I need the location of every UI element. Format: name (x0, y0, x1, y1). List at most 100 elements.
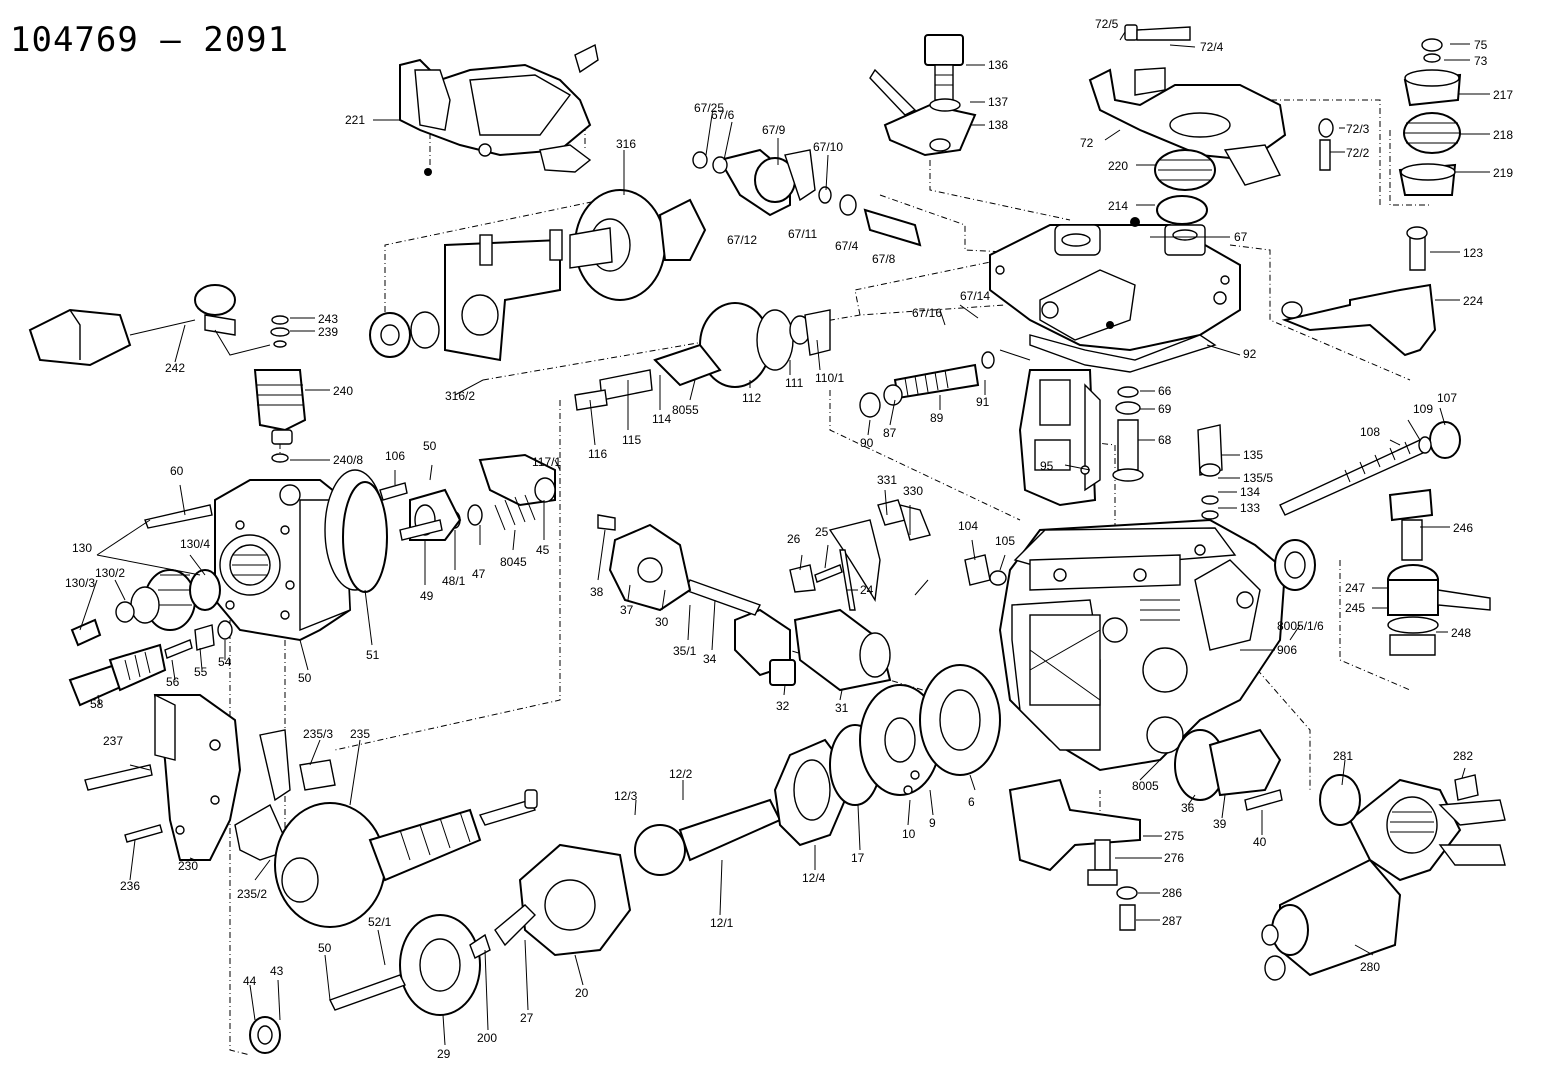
label-29: 29 (437, 1047, 451, 1061)
label-217: 217 (1493, 88, 1513, 102)
drive-shaft-parts (249, 664, 1001, 1054)
label-72-2: 72/2 (1346, 146, 1370, 160)
label-72: 72 (1080, 136, 1094, 150)
label-30: 30 (655, 615, 669, 629)
label-67-6: 67/6 (711, 108, 735, 122)
label-105: 105 (995, 534, 1015, 548)
label-218: 218 (1493, 128, 1513, 142)
label-27: 27 (520, 1011, 534, 1025)
label-67-25: 67/25 (694, 101, 724, 115)
label-67-14: 67/14 (960, 289, 990, 303)
label-40: 40 (1253, 835, 1267, 849)
label-67-12: 67/12 (727, 233, 757, 247)
label-73: 73 (1474, 54, 1488, 68)
drawing-number: 104769 — 2091 (10, 20, 290, 60)
label-287: 287 (1162, 914, 1182, 928)
label-55: 55 (194, 665, 208, 679)
misc-small-parts (379, 24, 1506, 981)
label-36: 36 (1181, 801, 1195, 815)
label-240-8: 240/8 (333, 453, 363, 467)
label-67-9: 67/9 (762, 123, 786, 137)
governor-assembly (1018, 369, 1101, 507)
label-48-1: 48/1 (442, 574, 466, 588)
label-280: 280 (1360, 960, 1380, 974)
label-130-2: 130/2 (95, 566, 125, 580)
lever-bracket (399, 43, 599, 176)
label-67-4: 67/4 (835, 239, 859, 253)
label-8045: 8045 (500, 555, 527, 569)
label-32: 32 (776, 699, 790, 713)
label-24: 24 (860, 583, 874, 597)
label-219: 219 (1493, 166, 1513, 180)
bracket-and-valve (153, 693, 538, 928)
label-133: 133 (1240, 501, 1260, 515)
label-243: 243 (318, 312, 338, 326)
label-138: 138 (988, 118, 1008, 132)
label-134: 134 (1240, 485, 1260, 499)
label-89: 89 (930, 411, 944, 425)
label-123: 123 (1463, 246, 1483, 260)
label-286: 286 (1162, 886, 1182, 900)
label-31: 31 (835, 701, 849, 715)
label-12-1: 12/1 (710, 916, 734, 930)
label-116: 116 (588, 447, 607, 461)
label-117-1: 117/1 (532, 455, 561, 469)
label-220: 220 (1108, 159, 1128, 173)
label-52-1: 52/1 (368, 915, 392, 929)
label-47: 47 (472, 567, 486, 581)
label-91: 91 (976, 395, 990, 409)
left-fittings (68, 504, 233, 843)
label-87: 87 (883, 426, 897, 440)
label-214: 214 (1108, 199, 1128, 213)
label-34: 34 (703, 652, 717, 666)
label-108: 108 (1360, 425, 1380, 439)
label-331: 331 (877, 473, 897, 487)
label-275: 275 (1164, 829, 1184, 843)
label-10: 10 (902, 827, 916, 841)
seal-ring (342, 481, 388, 593)
label-12-4: 12/4 (802, 871, 826, 885)
label-6: 6 (968, 795, 975, 809)
label-9: 9 (929, 816, 936, 830)
label-106: 106 (385, 449, 405, 463)
label-107: 107 (1437, 391, 1457, 405)
label-8055: 8055 (672, 403, 699, 417)
label-316: 316 (616, 137, 636, 151)
label-12-2: 12/2 (669, 767, 693, 781)
label-906: 906 (1277, 643, 1297, 657)
label-50-a: 50 (423, 439, 437, 453)
label-72-5: 72/5 (1095, 17, 1119, 31)
label-235-2: 235/2 (237, 887, 267, 901)
gasket (1029, 334, 1217, 373)
label-282: 282 (1453, 749, 1473, 763)
label-104: 104 (958, 519, 978, 533)
label-111: 111 (785, 376, 804, 390)
label-12-3: 12/3 (614, 789, 638, 803)
label-276: 276 (1164, 851, 1184, 865)
label-66: 66 (1158, 384, 1172, 398)
label-247: 247 (1345, 581, 1365, 595)
label-115: 115 (622, 433, 641, 447)
part-labels: 221 316 316/2 242 243 239 240 240/8 67/2… (65, 17, 1513, 1061)
label-236: 236 (120, 879, 140, 893)
label-200: 200 (477, 1031, 497, 1045)
label-68: 68 (1158, 433, 1172, 447)
label-51: 51 (366, 648, 380, 662)
label-45: 45 (536, 543, 550, 557)
label-72-3: 72/3 (1346, 122, 1370, 136)
label-67-16: 67/16 (912, 306, 942, 320)
label-8005: 8005 (1132, 779, 1159, 793)
label-8005-1-6: 8005/1/6 (1277, 619, 1324, 633)
label-235-3: 235/3 (303, 727, 333, 741)
leader-lines (79, 31, 1490, 1046)
label-330: 330 (903, 484, 923, 498)
label-112: 112 (742, 391, 761, 405)
timing-piston (608, 519, 892, 692)
label-242: 242 (165, 361, 185, 375)
label-39: 39 (1213, 817, 1227, 831)
label-130-4: 130/4 (180, 537, 210, 551)
label-224: 224 (1463, 294, 1483, 308)
label-20: 20 (575, 986, 589, 1000)
label-221: 221 (345, 113, 365, 127)
